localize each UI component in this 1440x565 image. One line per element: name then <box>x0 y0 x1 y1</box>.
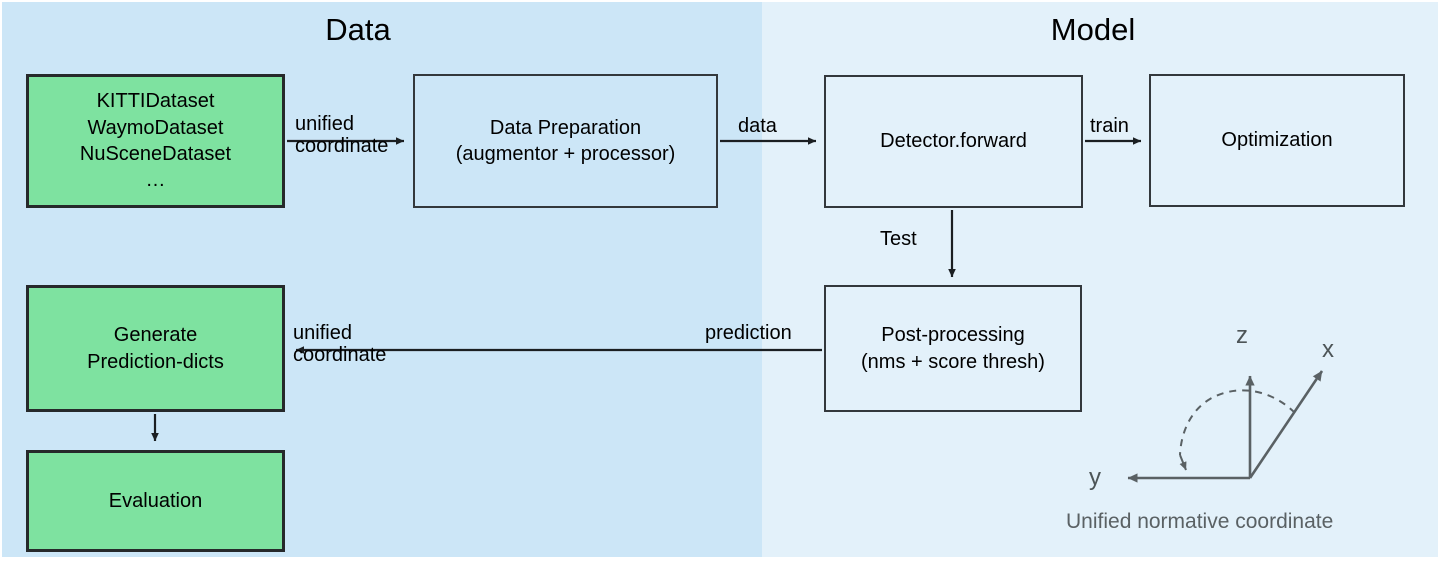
edge-label-test: Test <box>880 228 917 250</box>
edge-label-prediction: prediction <box>705 322 792 344</box>
coordinate-frame-caption: Unified normative coordinate <box>1066 510 1334 533</box>
node-datasets-line1: KITTIDataset <box>96 90 215 113</box>
node-data-preparation-line1: Data Preparation <box>489 116 642 139</box>
node-datasets-line3: NuSceneDataset <box>79 143 232 165</box>
edge-label-unified-bottom-line2: coordinate <box>293 344 387 367</box>
model-section-title: Model <box>1050 12 1136 47</box>
edge-label-unified-top-line1: unified <box>295 113 354 135</box>
edge-label-unified-bottom: unified coordinate <box>293 322 386 367</box>
node-post-processing-line2: (nms + score thresh) <box>861 350 1045 373</box>
edge-label-unified-top-line2: coordinate <box>295 135 389 158</box>
edge-label-unified-top: unified coordinate <box>295 113 388 158</box>
node-detector-forward[interactable]: Detector.forward <box>824 75 1083 208</box>
node-post-processing-line1: Post-processing <box>881 324 1025 347</box>
node-generate-prediction-dicts-line2: Prediction-dicts <box>87 350 224 373</box>
axis-label-y: y <box>1089 464 1101 491</box>
node-detector-forward-label: Detector.forward <box>880 130 1027 153</box>
node-evaluation-label: Evaluation <box>108 489 203 512</box>
node-datasets-line4: … <box>145 169 166 192</box>
axis-label-z: z <box>1236 322 1248 349</box>
node-data-preparation[interactable]: Data Preparation (augmentor + processor) <box>413 74 718 208</box>
node-datasets[interactable]: KITTIDataset WaymoDataset NuSceneDataset… <box>26 74 285 208</box>
node-optimization-label: Optimization <box>1221 129 1333 152</box>
edge-label-unified-bottom-line1: unified <box>293 322 352 344</box>
node-generate-prediction-dicts[interactable]: Generate Prediction-dicts <box>26 285 285 412</box>
node-data-preparation-line2: (augmentor + processor) <box>455 143 676 165</box>
data-section-title: Data <box>325 12 391 47</box>
edge-label-train: train <box>1090 115 1129 137</box>
node-evaluation[interactable]: Evaluation <box>26 450 285 552</box>
node-datasets-line2: WaymoDataset <box>87 116 224 139</box>
node-post-processing[interactable]: Post-processing (nms + score thresh) <box>824 285 1082 412</box>
axis-label-x: x <box>1322 336 1334 363</box>
edge-label-data: data <box>738 115 777 137</box>
node-generate-prediction-dicts-line1: Generate <box>113 324 198 347</box>
node-optimization[interactable]: Optimization <box>1149 74 1405 207</box>
